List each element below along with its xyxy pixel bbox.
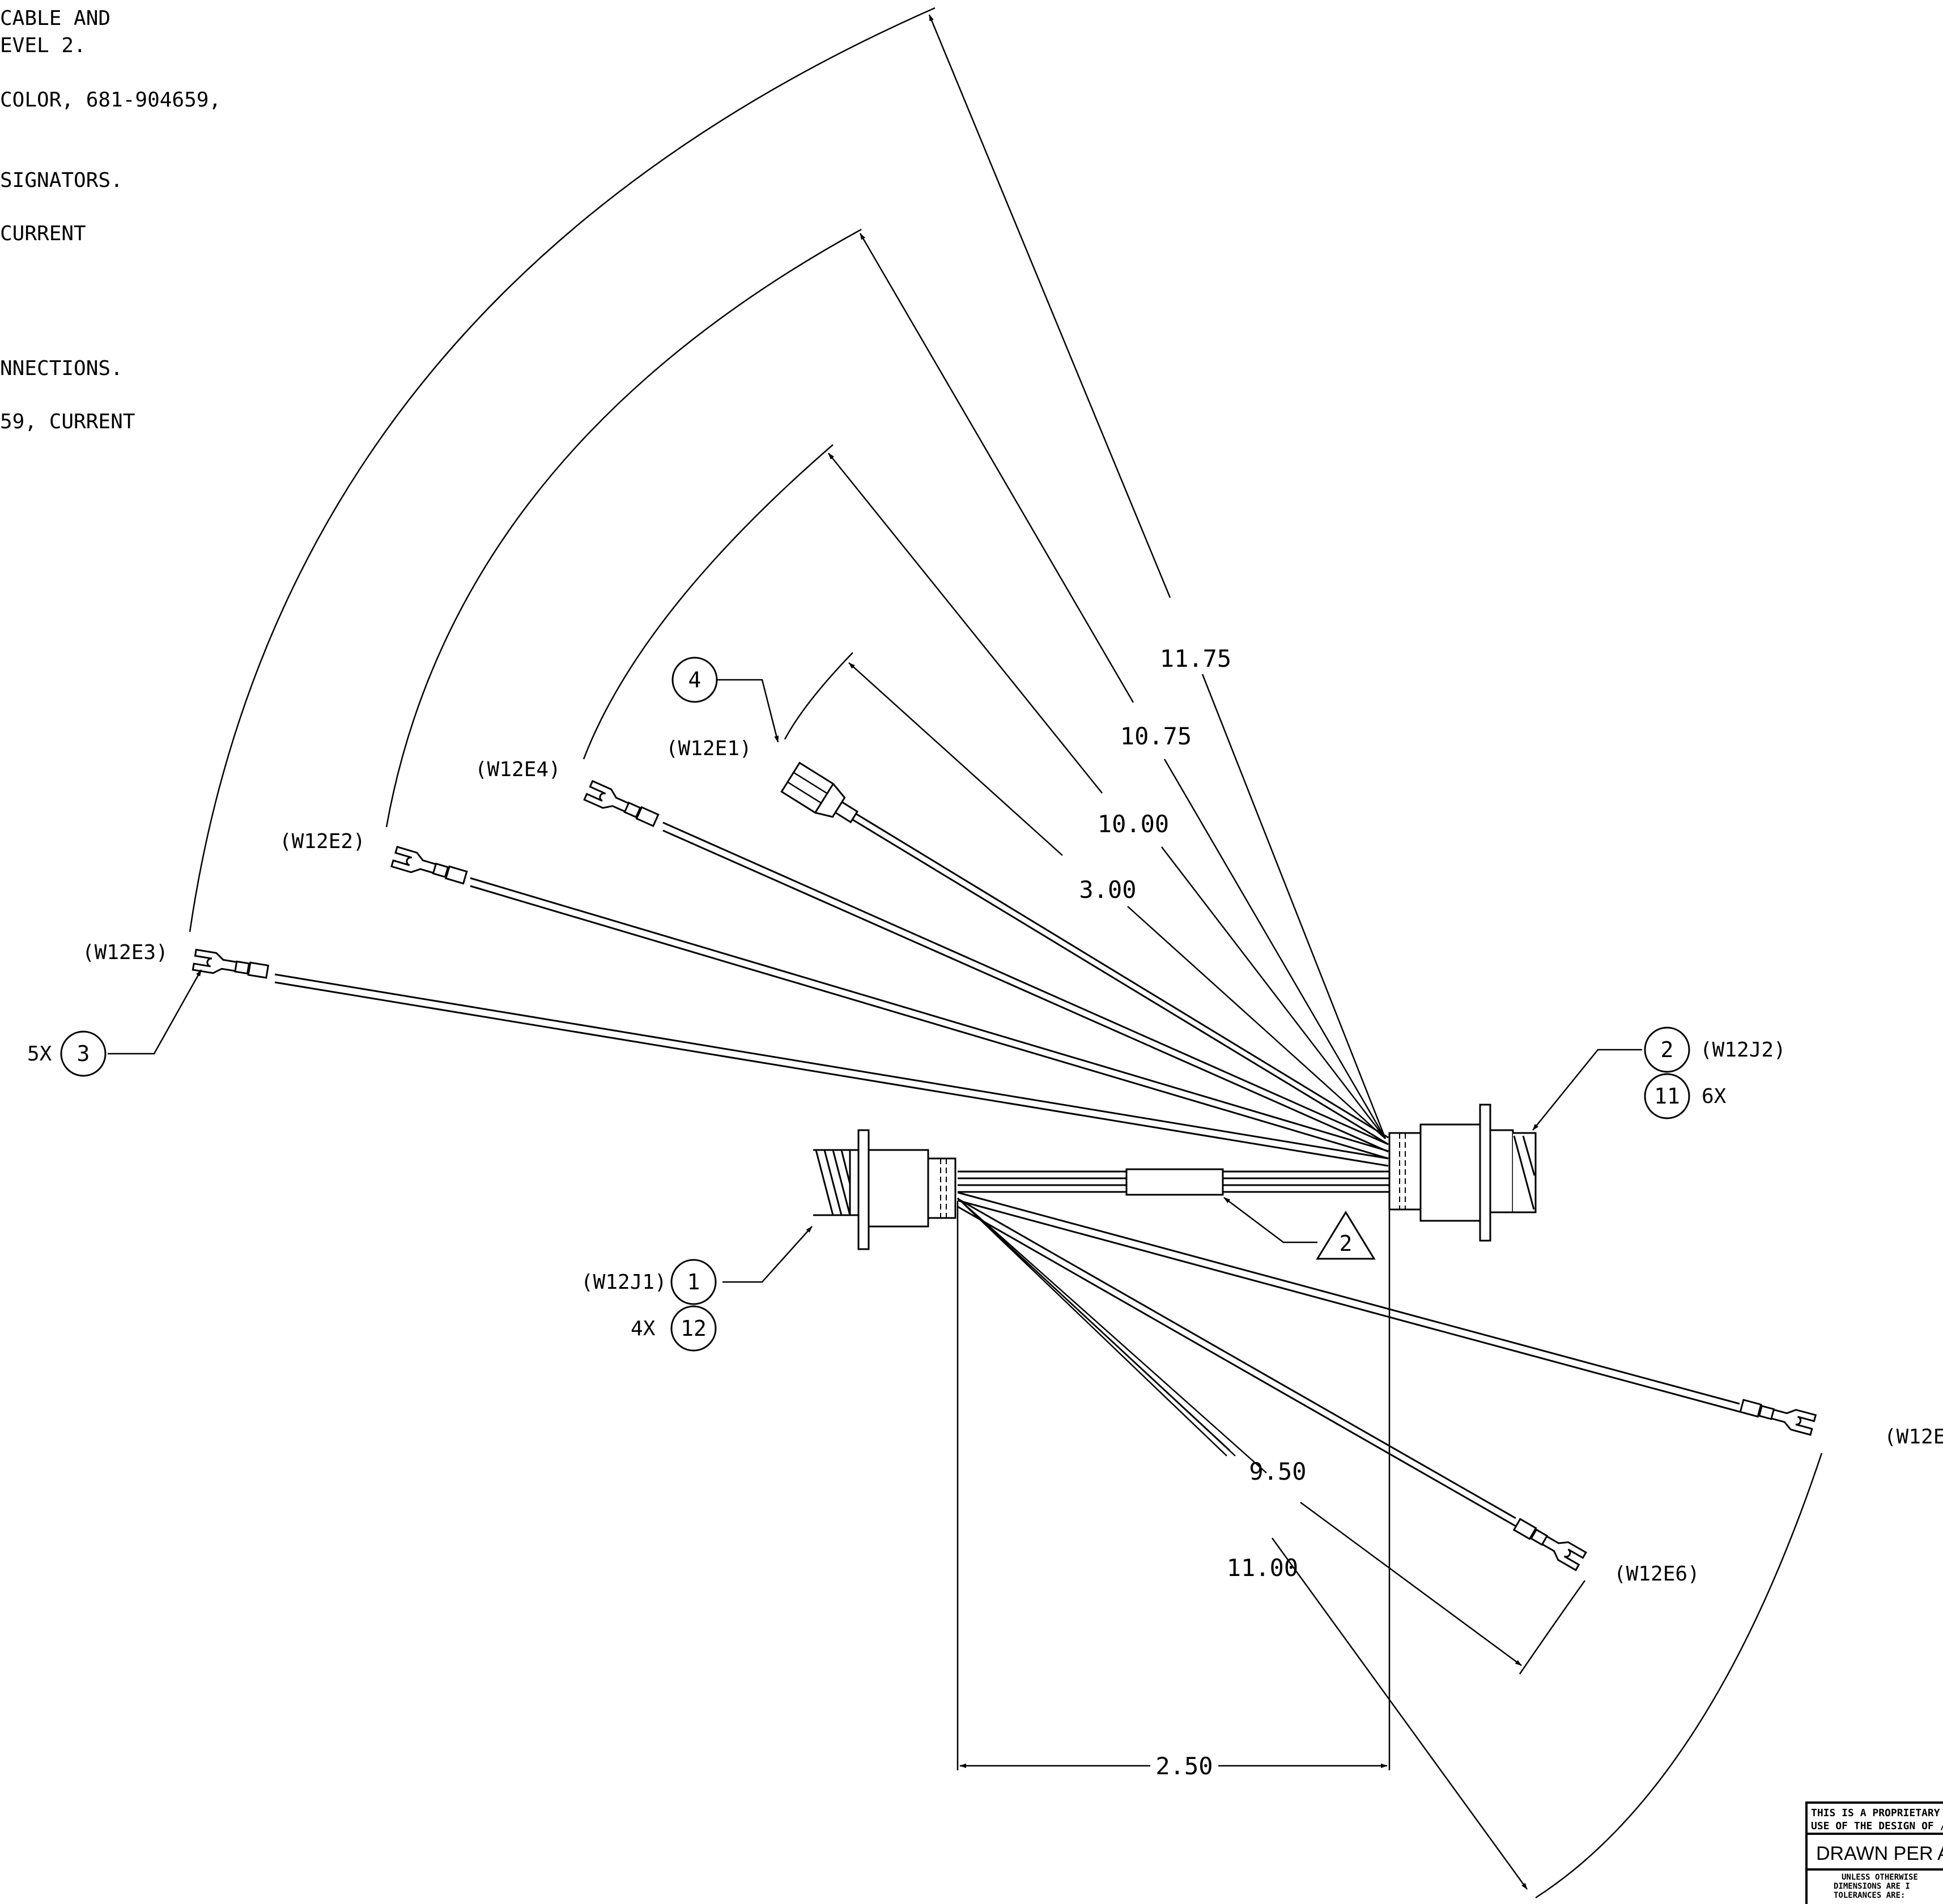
balloon-2: 2 xyxy=(1661,1037,1674,1062)
balloon-12: 12 xyxy=(681,1316,707,1341)
ref-w12e4: (W12E4) xyxy=(475,758,561,781)
lower-wires xyxy=(957,1168,1740,1527)
terminal-w12e2 xyxy=(390,846,469,888)
note-line: CABLE AND xyxy=(0,7,110,30)
title-block: THIS IS A PROPRIETARY USE OF THE DESIGN … xyxy=(1805,1801,1943,1904)
terminal-w12e6 xyxy=(1511,1514,1587,1571)
ref-w12e6: (W12E6) xyxy=(1614,1562,1700,1586)
note-flag-triangle xyxy=(1316,1211,1376,1260)
qty-6x: 6X xyxy=(1702,1085,1727,1108)
proprietary-line-2: USE OF THE DESIGN OF / xyxy=(1811,1820,1943,1832)
note-line: CURRENT xyxy=(0,222,86,245)
drawn-per-standard: DRAWN PER ANS xyxy=(1816,1843,1943,1864)
notes-block: CABLE AND EVEL 2. COLOR, 681-904659, SIG… xyxy=(0,7,221,433)
balloon-3: 3 xyxy=(77,1041,90,1066)
find-number-balloons: 4 3 1 12 2 11 2 xyxy=(60,657,1690,1352)
balloon-leaders xyxy=(108,679,1642,1283)
dim-3-00: 3.00 xyxy=(1079,876,1136,904)
qty-5x: 5X xyxy=(27,1042,52,1066)
balloon-1: 1 xyxy=(687,1270,700,1294)
upper-wires xyxy=(274,806,1389,1167)
ref-w12e1: (W12E1) xyxy=(666,737,752,760)
dim-11-00: 11.00 xyxy=(1227,1554,1298,1582)
ref-w12e2: (W12E2) xyxy=(279,830,365,853)
note-line: SIGNATORS. xyxy=(0,169,123,192)
dim-2-50: 2.50 xyxy=(1155,1752,1213,1780)
dimension-leaders xyxy=(828,14,1528,1890)
connector-w12j2 xyxy=(1388,1104,1537,1242)
ref-w12e5: (W12E5) xyxy=(1884,1425,1943,1449)
note-line: EVEL 2. xyxy=(0,34,86,57)
note-line: COLOR, 681-904659, xyxy=(0,88,221,112)
note-flag-2: 2 xyxy=(1340,1231,1353,1256)
ref-w12j2: (W12J2) xyxy=(1700,1038,1786,1062)
terminal-w12e1 xyxy=(780,761,859,824)
connector-w12j1 xyxy=(813,1129,956,1250)
ref-w12j1: (W12J1) xyxy=(581,1271,667,1294)
balloon-11: 11 xyxy=(1654,1084,1680,1109)
qty-4x: 4X xyxy=(631,1317,656,1340)
dimension-arcs xyxy=(189,7,1823,1899)
terminal-w12e3 xyxy=(192,948,270,983)
balloon-4: 4 xyxy=(688,667,701,692)
dim-9-50: 9.50 xyxy=(1249,1458,1306,1485)
terminal-w12e5 xyxy=(1738,1395,1817,1436)
tolerance-line-1: UNLESS OTHERWISE xyxy=(1842,1873,1918,1882)
heat-shrink-sleeve xyxy=(1125,1168,1224,1196)
note-line: NNECTIONS. xyxy=(0,357,123,380)
tolerance-line-3: TOLERANCES ARE: xyxy=(1834,1891,1905,1900)
terminal-w12e4 xyxy=(583,780,661,830)
note-line: 59, CURRENT xyxy=(0,410,135,433)
proprietary-line-1: THIS IS A PROPRIETARY xyxy=(1811,1807,1940,1819)
tolerance-line-2: DIMENSIONS ARE I xyxy=(1834,1882,1910,1891)
dim-11-75: 11.75 xyxy=(1160,645,1231,672)
dim-10-75: 10.75 xyxy=(1120,722,1192,750)
ref-w12e3: (W12E3) xyxy=(82,941,168,964)
dim-10-00: 10.00 xyxy=(1098,810,1169,838)
